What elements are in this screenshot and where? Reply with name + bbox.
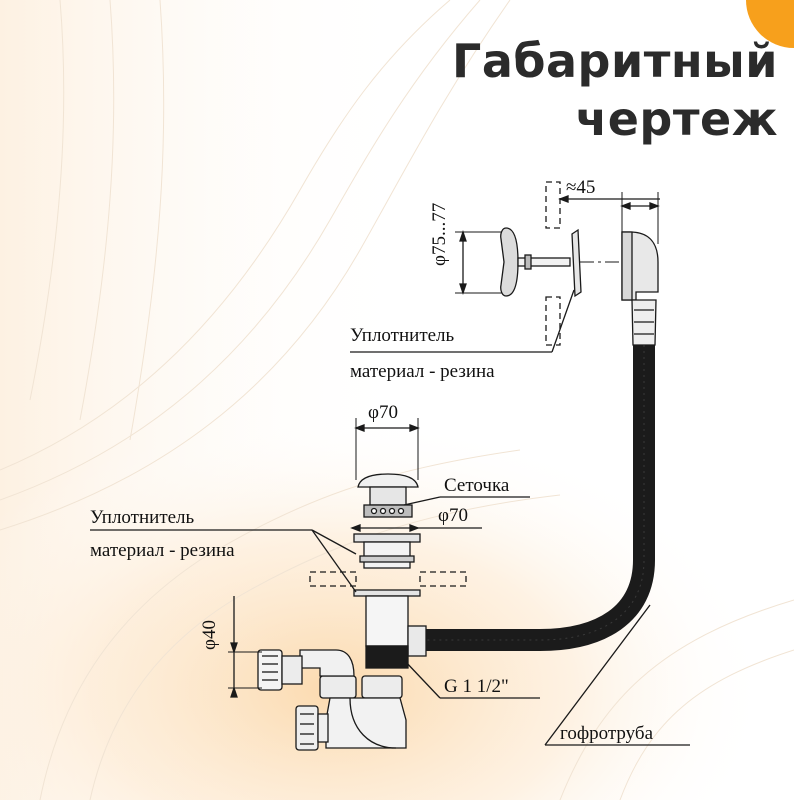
dim-70-top-arrows [354, 424, 420, 432]
siphon-elbow [299, 649, 355, 677]
seal-mid-leader-a [311, 529, 357, 555]
siphon-trap-curve [349, 697, 397, 749]
bath-bottom-left [309, 571, 357, 587]
bath-bottom-right [419, 571, 467, 587]
drain-mesh-hole [397, 507, 405, 515]
corrugated-label: гофротруба [560, 723, 654, 744]
overflow-seal [571, 228, 582, 298]
drain-mesh-hole [370, 507, 378, 515]
seal-top-label-2: материал - резина [350, 361, 495, 382]
corrugated-pipe [420, 345, 655, 651]
seal-top-leader [551, 289, 575, 353]
dim-40-arrows [230, 642, 238, 698]
seal-mid-label-1: Уплотнитель [90, 507, 195, 528]
overflow-screw-nut [524, 254, 532, 270]
title-line-2: чертеж [575, 92, 778, 146]
drain-mesh [363, 504, 413, 518]
mesh-label: Сеточка [444, 475, 510, 496]
drain-plug-cap [357, 473, 419, 488]
seal-top-label-1: Уплотнитель [350, 325, 455, 346]
dim-45-label: ≈45 [566, 177, 596, 198]
seal-mid-label-2: материал - резина [90, 540, 235, 561]
siphon-trap [325, 697, 407, 749]
dim-40-label: φ40 [199, 620, 220, 650]
dim-45-inner-arrows [620, 202, 660, 210]
drain-seal-lower [353, 589, 421, 597]
seal-mid-leader-b [311, 529, 357, 593]
dim-70-mid-label: φ70 [438, 505, 468, 526]
title-line-1: Габаритный [452, 34, 778, 88]
overflow-wall-bottom [545, 296, 561, 346]
drain-body [365, 595, 409, 647]
dim-75-77-label: φ75...77 [429, 202, 450, 266]
dim-70-top-label: φ70 [368, 402, 398, 423]
thread-label: G 1 1/2" [444, 676, 509, 697]
drain-thread-nut [365, 645, 409, 669]
bottom-outlet-pipe [317, 713, 329, 743]
dim-70-mid-arrows [350, 524, 420, 532]
siphon-left-nut [319, 675, 357, 699]
drain-plug-stem [369, 486, 407, 506]
drain-flange [353, 533, 421, 543]
drain-branch [407, 625, 427, 657]
drain-body-upper [363, 541, 411, 569]
overflow-screw [517, 257, 571, 267]
dim-75-arrows [459, 229, 467, 296]
overflow-flange [621, 231, 633, 301]
drain-mesh-hole [379, 507, 387, 515]
thread-leader [403, 659, 441, 699]
outlet-pipe [281, 655, 303, 685]
drawing-lines [90, 181, 690, 751]
mesh-leader [403, 496, 441, 506]
dim-45-arrow-left [558, 195, 569, 203]
corner-accent [746, 0, 794, 48]
corrugated-leader [544, 604, 651, 746]
drain-mesh-hole [388, 507, 396, 515]
overflow-cap [500, 227, 519, 297]
drain-seal [359, 555, 415, 563]
siphon-right-nut [361, 675, 403, 699]
